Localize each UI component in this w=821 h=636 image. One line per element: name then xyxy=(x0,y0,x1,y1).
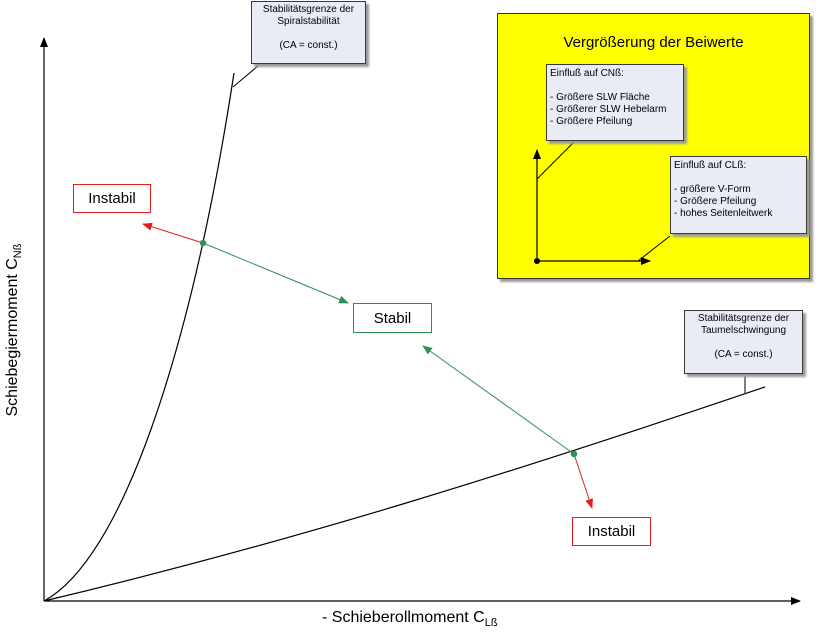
inset-cl-item: - größere V-Form xyxy=(674,184,751,195)
spiral-note-line3: (CA = const.) xyxy=(279,40,338,51)
inset-cn-heading: Einfluß auf CNß: xyxy=(550,68,624,79)
inset-origin-point xyxy=(534,258,540,264)
dutch-note-line1: Stabilitätsgrenze der xyxy=(697,313,790,324)
inset-title: Vergrößerung der Beiwerte xyxy=(563,34,744,51)
inset-cn-note: Einfluß auf CNß: - Größere SLW Fläche - … xyxy=(546,64,684,141)
stable-arrow-bottom xyxy=(422,345,575,455)
spiral-note-line2: Spiralstabilität xyxy=(277,16,340,27)
inset-cl-item: - Größere Pfeilung xyxy=(674,196,757,207)
spiral-note-line1: Stabilitätsgrenze der xyxy=(262,4,355,15)
spiral-stability-curve xyxy=(43,72,235,602)
spiral-intersection-point xyxy=(199,239,207,247)
inset-cl-leader xyxy=(637,235,671,262)
inset-cn-item: - Größere Pfeilung xyxy=(550,116,633,127)
coefficient-inset: Vergrößerung der Beiwerte Einfluß auf CN… xyxy=(497,13,810,279)
unstable-region-label-top: Instabil xyxy=(73,184,151,213)
unstable-bottom-arrow xyxy=(573,453,593,509)
dutch-roll-curve xyxy=(43,386,766,602)
unstable-top-arrow xyxy=(142,222,204,244)
dutch-note-line3: (CA = const.) xyxy=(714,349,773,360)
dutch-roll-note: Stabilitätsgrenze der Taumelschwingung (… xyxy=(684,310,803,374)
inset-cn-item: - Größere SLW Fläche xyxy=(550,92,650,103)
stable-region-label: Stabil xyxy=(353,303,432,333)
inset-cl-item: - hohes Seitenleitwerk xyxy=(674,208,773,219)
spiral-note-leader xyxy=(232,59,266,88)
inset-cl-heading: Einfluß auf CLß: xyxy=(674,160,747,171)
dutch-intersection-point xyxy=(570,450,578,458)
spiral-stability-note: Stabilitätsgrenze der Spiralstabilität (… xyxy=(251,1,366,64)
stable-arrow-top xyxy=(202,242,349,304)
inset-canvas xyxy=(533,137,671,265)
inset-cn-leader xyxy=(536,137,579,180)
dutch-note-line2: Taumelschwingung xyxy=(700,325,787,336)
unstable-region-label-bottom: Instabil xyxy=(572,517,651,546)
inset-cn-item: - Größerer SLW Hebelarm xyxy=(550,104,667,115)
x-axis-label: - Schieberollmoment CLß xyxy=(322,609,498,630)
y-axis-label: Schiebegiermoment CNß xyxy=(3,243,25,417)
inset-cl-note: Einfluß auf CLß: - größere V-Form - Größ… xyxy=(670,156,807,234)
